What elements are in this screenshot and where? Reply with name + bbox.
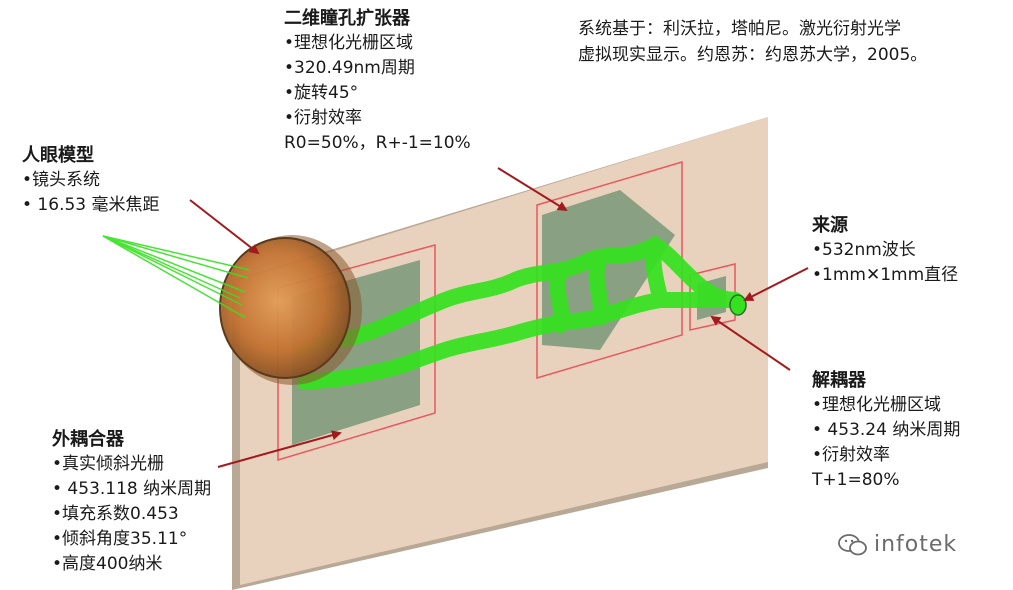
expander-item: •320.49nm周期 bbox=[284, 58, 415, 78]
beam-cross-2 bbox=[588, 250, 609, 326]
citation-line-2: 虚拟现实显示。约恩苏：约恩苏大学，2005。 bbox=[578, 45, 928, 65]
source-title: 来源 bbox=[812, 215, 848, 236]
incoupler-item: •理想化光栅区域 bbox=[812, 395, 942, 415]
outcoupler-item: •倾斜角度35.11° bbox=[52, 529, 188, 549]
expander-title: 二维瞳孔扩张器 bbox=[284, 8, 410, 29]
arrow-eye bbox=[189, 199, 260, 255]
expander-item: •衍射效率 bbox=[284, 108, 363, 128]
arrow-expander bbox=[497, 167, 568, 212]
expander-efficiency: R0=50%，R+-1=10% bbox=[284, 133, 471, 153]
incoupler-title: 解耦器 bbox=[812, 370, 866, 391]
focus-ray-3 bbox=[102, 235, 243, 306]
expander-grating bbox=[542, 190, 675, 350]
arrow-incoupler bbox=[710, 315, 791, 371]
eye-item: •镜头系统 bbox=[22, 170, 101, 190]
expander-item: •理想化光栅区域 bbox=[284, 33, 414, 53]
eye-lens-rim bbox=[219, 237, 351, 379]
focus-ray-6 bbox=[102, 235, 241, 299]
focus-rays bbox=[102, 235, 251, 319]
citation-line-1: 系统基于：利沃拉，塔帕尼。激光衍射光学 bbox=[578, 19, 901, 39]
outcoupler-item: •填充系数0.453 bbox=[52, 504, 179, 524]
expander-label: 二维瞳孔扩张器 •理想化光栅区域 •320.49nm周期 •旋转45° •衍射效… bbox=[284, 6, 471, 156]
incoupler-item: • 453.24 纳米周期 bbox=[812, 420, 961, 440]
focus-ray-5 bbox=[102, 235, 251, 271]
watermark: infotek bbox=[838, 532, 957, 557]
expander-item: •旋转45° bbox=[284, 83, 359, 103]
outcoupler-label: 外耦合器 •真实倾斜光栅 • 453.118 纳米周期 •填充系数0.453 •… bbox=[52, 427, 211, 577]
outcoupler-item: •高度400纳米 bbox=[52, 554, 163, 574]
eye-title: 人眼模型 bbox=[22, 145, 94, 166]
beam-cross-1 bbox=[645, 237, 668, 308]
light-beams bbox=[297, 235, 743, 390]
watermark-text: infotek bbox=[874, 532, 958, 557]
incoupler-label: 解耦器 •理想化光栅区域 • 453.24 纳米周期 •衍射效率 T+1=80% bbox=[812, 368, 960, 493]
focus-ray-4 bbox=[102, 235, 247, 319]
incoupler-frame bbox=[689, 263, 736, 331]
beam-cross-3 bbox=[549, 264, 570, 333]
incoupler-item: •衍射效率 bbox=[812, 445, 891, 465]
citation: 系统基于：利沃拉，塔帕尼。激光衍射光学 虚拟现实显示。约恩苏：约恩苏大学，200… bbox=[578, 16, 1008, 68]
wechat-icon bbox=[838, 533, 868, 557]
source-label: 来源 •532nm波长 •1mm✕1mm直径 bbox=[812, 213, 958, 288]
outcoupler-title: 外耦合器 bbox=[52, 429, 124, 450]
outcoupler-frame bbox=[277, 244, 436, 462]
source-item: •532nm波长 bbox=[812, 240, 916, 260]
eye-item: • 16.53 毫米焦距 bbox=[22, 195, 160, 215]
eye-label: 人眼模型 •镜头系统 • 16.53 毫米焦距 bbox=[22, 143, 160, 218]
source-aperture bbox=[729, 294, 747, 316]
pointer-arrows bbox=[189, 167, 809, 468]
focus-ray-1 bbox=[102, 235, 249, 279]
focus-ray-2 bbox=[102, 235, 246, 293]
arrow-source bbox=[743, 267, 809, 301]
arrow-outcoupler bbox=[217, 430, 342, 468]
source-item: •1mm✕1mm直径 bbox=[812, 265, 959, 285]
incoupler-efficiency: T+1=80% bbox=[812, 470, 900, 490]
outcoupler-item: •真实倾斜光栅 bbox=[52, 454, 165, 474]
outcoupler-item: • 453.118 纳米周期 bbox=[52, 479, 212, 499]
